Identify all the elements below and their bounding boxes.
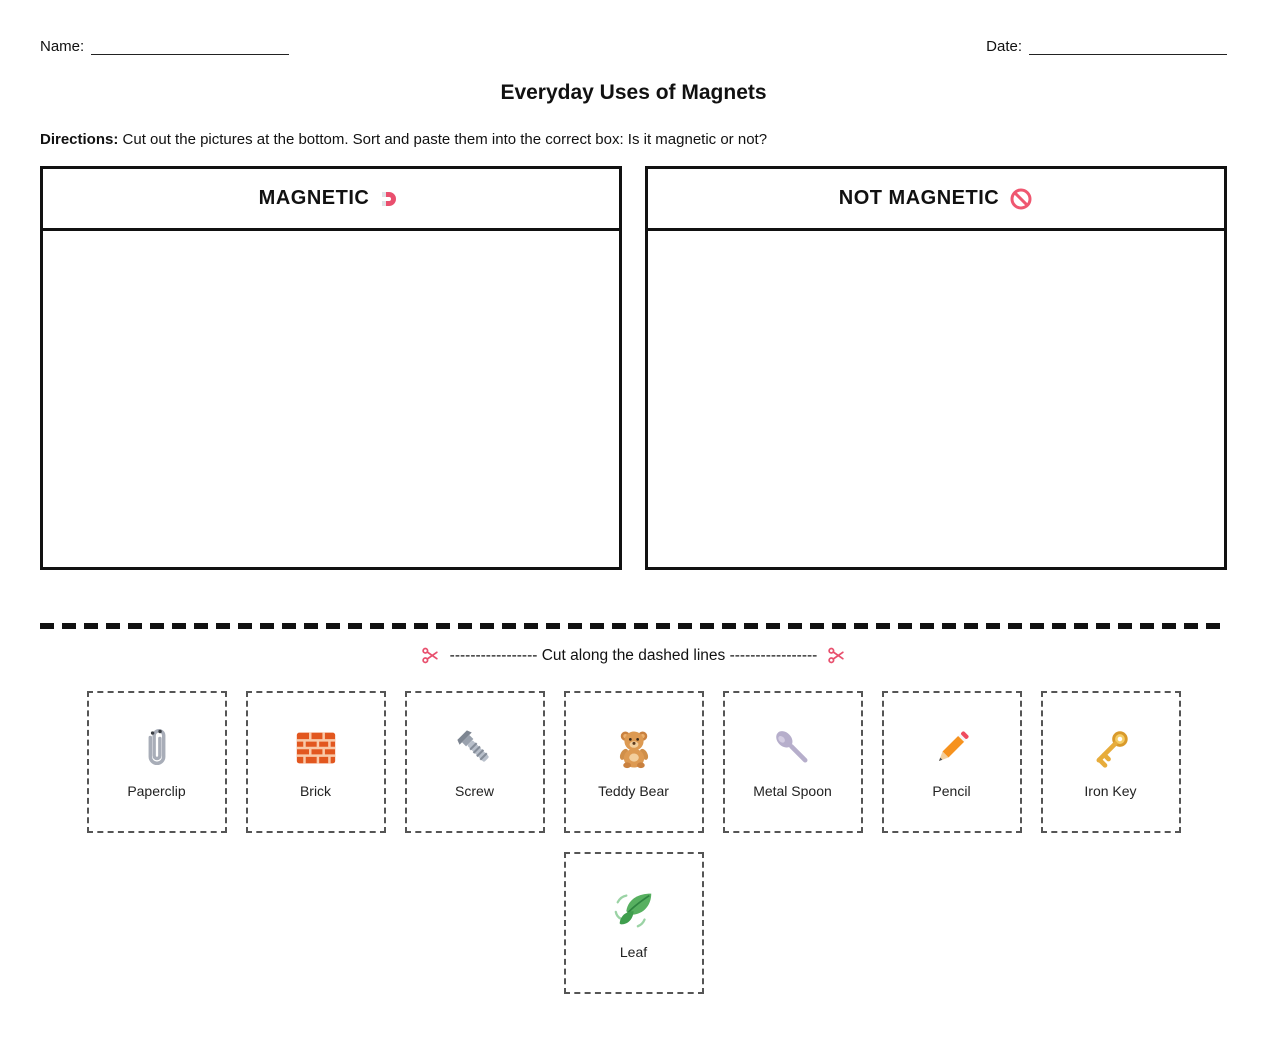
cutout-card-pencil[interactable]: Pencil	[881, 691, 1022, 833]
magnetic-box-header: MAGNETIC	[43, 169, 619, 231]
not-magnetic-box: NOT MAGNETIC	[645, 166, 1227, 570]
directions-label: Directions:	[40, 131, 119, 148]
name-field: Name:	[40, 38, 290, 55]
cutout-card-iron-key[interactable]: Iron Key	[1040, 691, 1181, 833]
cutout-card-leaf[interactable]: Leaf	[563, 852, 704, 994]
teddy-bear-icon	[611, 725, 657, 771]
card-label: Paperclip	[127, 783, 186, 799]
scissors-icon	[421, 646, 440, 665]
magnetic-box-title: MAGNETIC	[258, 187, 370, 209]
date-field: Date:	[986, 38, 1227, 55]
card-label: Iron Key	[1084, 783, 1137, 799]
name-label: Name:	[40, 38, 85, 55]
cutout-card-paperclip[interactable]: Paperclip	[86, 691, 227, 833]
cutout-card-teddy-bear[interactable]: Teddy Bear	[563, 691, 704, 833]
card-label: Screw	[455, 783, 494, 799]
not-magnetic-box-title: NOT MAGNETIC	[838, 187, 1000, 209]
brick-icon	[293, 725, 339, 771]
pencil-icon	[929, 725, 975, 771]
directions: Directions: Cut out the pictures at the …	[40, 131, 1227, 148]
cutout-cards-row-1: Paperclip	[40, 691, 1227, 833]
paperclip-icon	[134, 725, 180, 771]
not-magnetic-drop-area[interactable]	[648, 231, 1224, 567]
screw-icon	[452, 725, 498, 771]
name-date-row: Name: Date:	[40, 38, 1227, 55]
cutout-card-brick[interactable]: Brick	[245, 691, 386, 833]
card-label: Metal Spoon	[753, 783, 832, 799]
sorting-boxes: MAGNETIC NOT MAGNETIC	[40, 166, 1227, 570]
card-label: Leaf	[619, 944, 648, 960]
page-title: Everyday Uses of Magnets	[500, 81, 767, 104]
prohibited-icon	[1009, 187, 1033, 211]
cut-separator-line	[40, 623, 1227, 629]
cutout-cards-row-2: Leaf	[40, 852, 1227, 994]
not-magnetic-box-header: NOT MAGNETIC	[648, 169, 1224, 231]
name-input-line[interactable]	[91, 39, 290, 55]
cut-caption-text: ----------------- Cut along the dashed l…	[449, 646, 818, 664]
leaf-icon	[611, 886, 657, 932]
magnetic-box: MAGNETIC	[40, 166, 622, 570]
iron-key-icon	[1088, 725, 1134, 771]
metal-spoon-icon	[770, 725, 816, 771]
date-input-line[interactable]	[1029, 39, 1227, 55]
scissors-icon	[827, 646, 846, 665]
card-label: Teddy Bear	[598, 783, 669, 799]
card-label: Pencil	[932, 783, 971, 799]
date-label: Date:	[986, 38, 1022, 55]
cutout-card-screw[interactable]: Screw	[404, 691, 545, 833]
directions-text: Cut out the pictures at the bottom. Sort…	[122, 131, 768, 148]
magnet-icon	[379, 187, 403, 211]
worksheet-page: Name: Date: Everyday Uses of Magnets Dir…	[40, 38, 1227, 994]
card-label: Brick	[299, 783, 332, 799]
magnetic-drop-area[interactable]	[43, 231, 619, 567]
cutout-card-metal-spoon[interactable]: Metal Spoon	[722, 691, 863, 833]
cut-caption: ----------------- Cut along the dashed l…	[40, 646, 1227, 665]
